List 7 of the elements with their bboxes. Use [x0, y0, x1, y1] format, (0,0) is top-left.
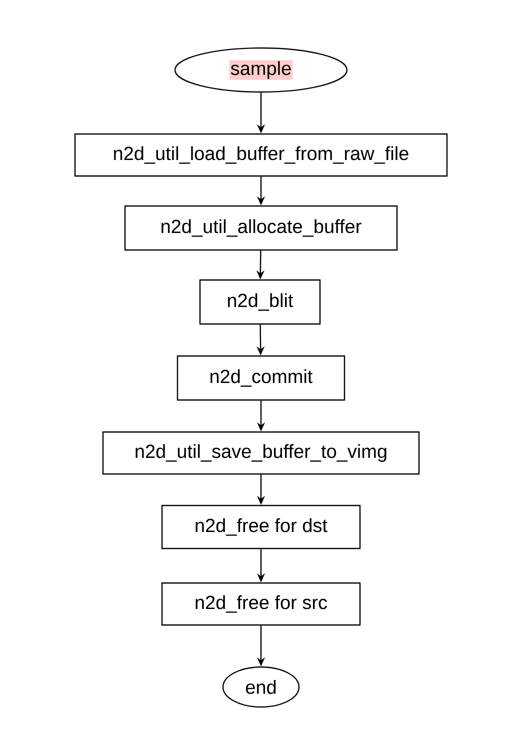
process-box: n2d_util_load_buffer_from_raw_file [74, 133, 448, 177]
process-box: n2d_util_save_buffer_to_vimg [102, 431, 420, 475]
process-box: n2d_util_allocate_buffer [124, 205, 398, 251]
process-box: n2d_commit [176, 355, 346, 401]
process-box: n2d_free for dst [161, 504, 361, 550]
process-box: n2d_blit [199, 279, 321, 325]
process-box: n2d_free for src [161, 582, 361, 626]
